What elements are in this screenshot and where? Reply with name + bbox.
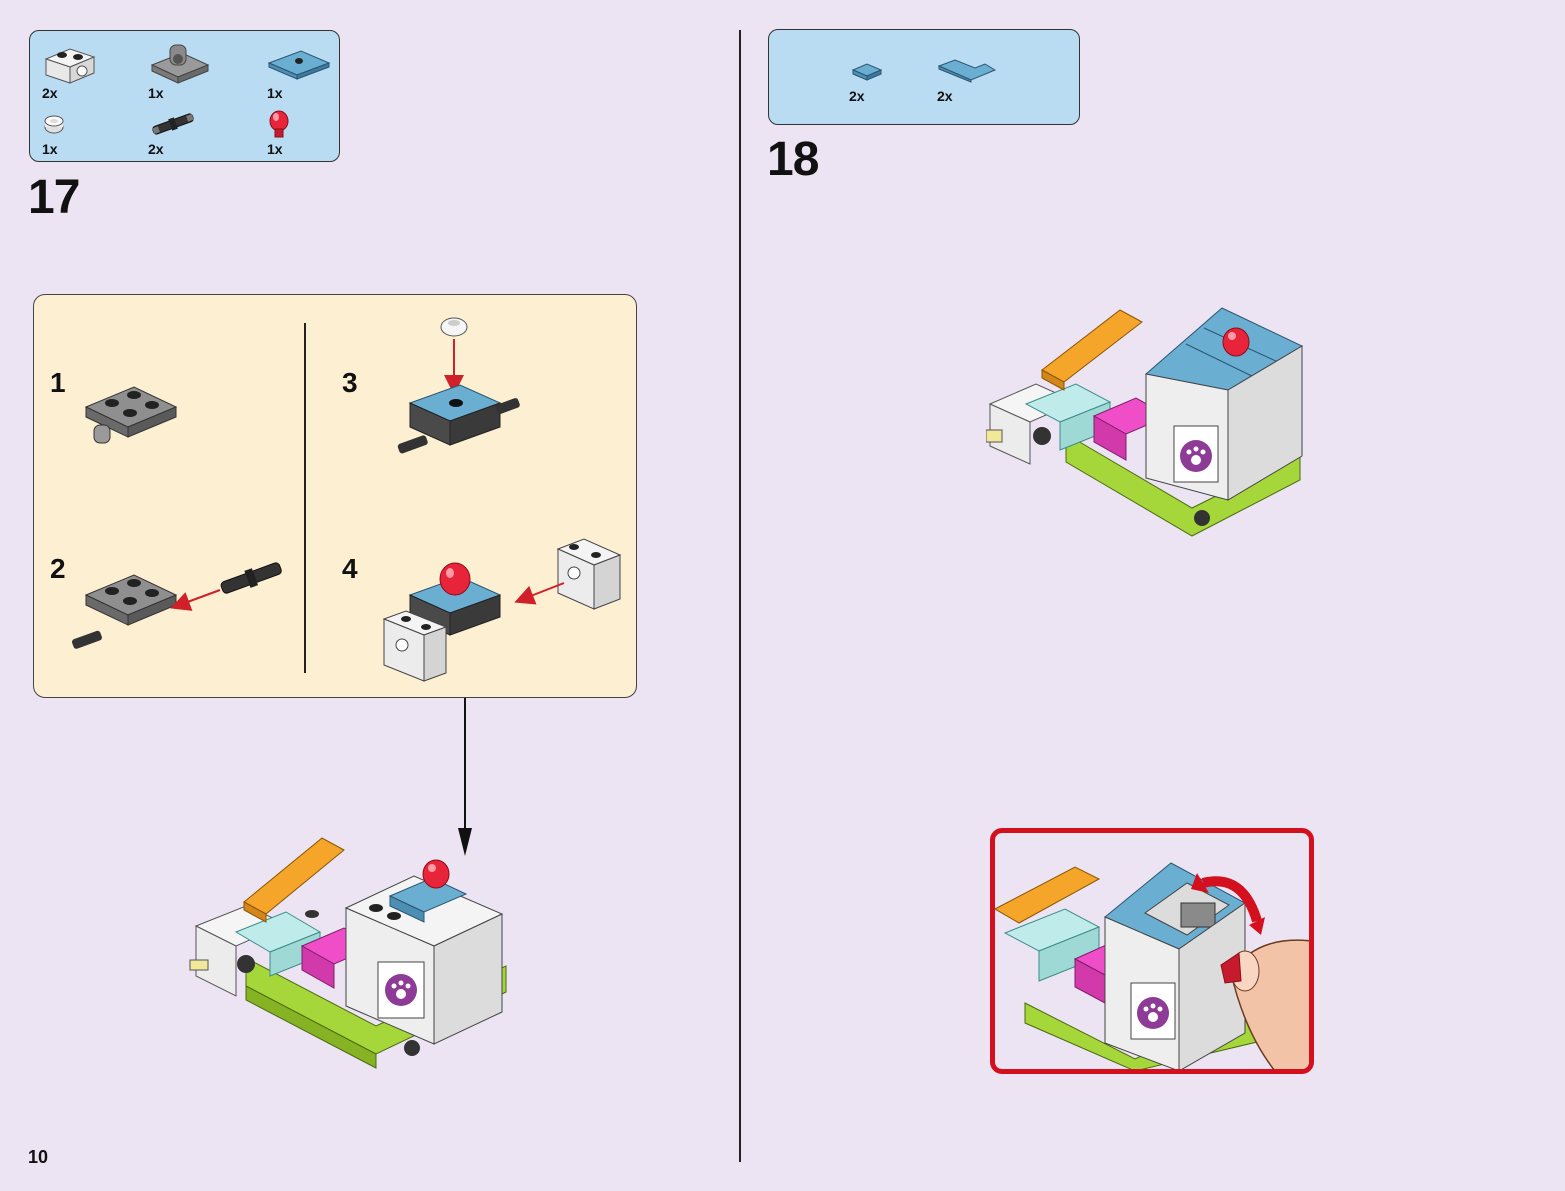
flow-arrow: [458, 698, 472, 856]
step-17-number: 17: [28, 171, 80, 224]
part-white-brick: 2x: [42, 39, 112, 101]
part-gray-plate: 1x: [148, 39, 218, 101]
step-18-model-illustration: [986, 307, 1304, 537]
page-number: 10: [28, 1147, 49, 1167]
part-blue-tile-1x1: 2x: [849, 58, 909, 104]
step-18-parts-list: 2x 2x: [768, 29, 1080, 125]
part-qty: 1x: [267, 85, 283, 101]
part-qty: 2x: [42, 85, 58, 101]
substep-callout: 1 2 3 4: [33, 294, 637, 698]
part-blue-corner-plate: 2x: [937, 54, 1007, 104]
step-18-number: 18: [767, 133, 819, 186]
rotation-detail-illustration: [995, 862, 1309, 1069]
part-white-round-stud: 1x: [42, 109, 112, 157]
substep-divider: [304, 323, 306, 673]
part-blue-tile: 1x: [267, 39, 337, 101]
substep-4-number: 4: [342, 553, 358, 584]
part-qty: 1x: [42, 141, 58, 157]
part-qty: 2x: [849, 88, 865, 104]
part-qty: 2x: [148, 141, 164, 157]
substep-1-number: 1: [50, 367, 66, 398]
blue-tile-assembly-illustration: [397, 317, 520, 454]
part-black-pin: 2x: [148, 109, 218, 157]
gray-plate-illustration: [84, 386, 178, 444]
substep-illustrations: [71, 317, 622, 682]
step-17-parts-list: 2x 1x 1x 1x: [29, 30, 340, 162]
step-17-model-illustration: [189, 837, 507, 1069]
page-divider: [739, 30, 741, 1162]
rotation-detail-callout: [990, 828, 1314, 1074]
part-qty: 2x: [937, 88, 953, 104]
part-qty: 1x: [148, 85, 164, 101]
plate-with-pin-illustration: [71, 562, 282, 649]
substep-3-number: 3: [342, 367, 358, 398]
light-assembly-illustration: [382, 538, 622, 682]
part-qty: 1x: [267, 141, 283, 157]
part-red-dome: 1x: [267, 107, 337, 157]
substep-2-number: 2: [50, 553, 66, 584]
